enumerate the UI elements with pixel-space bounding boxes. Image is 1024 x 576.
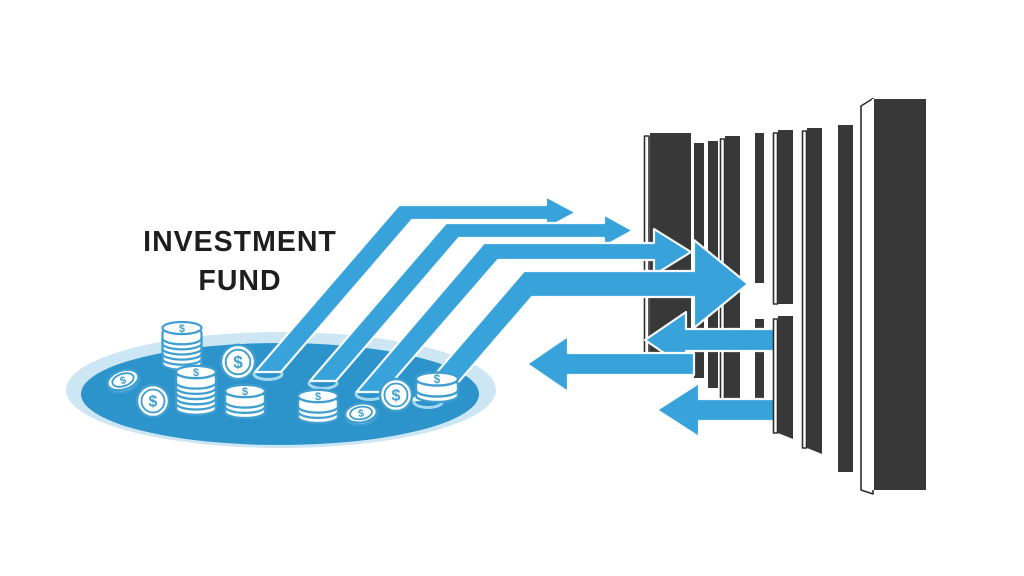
pool-splash-cap — [412, 400, 444, 409]
return-arrow-2 — [525, 334, 696, 394]
coin-stack — [298, 390, 338, 423]
market-bar-7 — [801, 128, 822, 454]
outflow-arrow-2 — [308, 213, 635, 383]
fund-label-line2: FUND — [198, 265, 281, 297]
coin-stack — [225, 385, 265, 418]
pool-splash-cap — [307, 381, 339, 390]
market-bar-6 — [772, 130, 793, 439]
fund-outflow-arrows — [252, 195, 750, 409]
dollar-coin — [378, 377, 414, 413]
market-bars-front — [772, 97, 926, 495]
market-bar-8 — [838, 125, 853, 472]
outflow-arrow-3 — [355, 227, 693, 394]
market-bar-5 — [755, 133, 764, 409]
outflow-arrow-4 — [411, 238, 750, 402]
investment-fund-label: INVESTMENT FUND — [143, 226, 337, 297]
coin-stack — [416, 373, 458, 403]
market-bar-9 — [860, 97, 926, 495]
market-return-arrows — [525, 310, 791, 439]
pool-splash-cap — [252, 372, 284, 381]
coin-stack — [162, 322, 201, 370]
coin-stack — [176, 366, 216, 415]
fund-label-line1: INVESTMENT — [143, 226, 337, 258]
dollar-coin — [135, 383, 171, 419]
dollar-coin — [219, 343, 257, 381]
outflow-arrow-1 — [253, 195, 578, 374]
